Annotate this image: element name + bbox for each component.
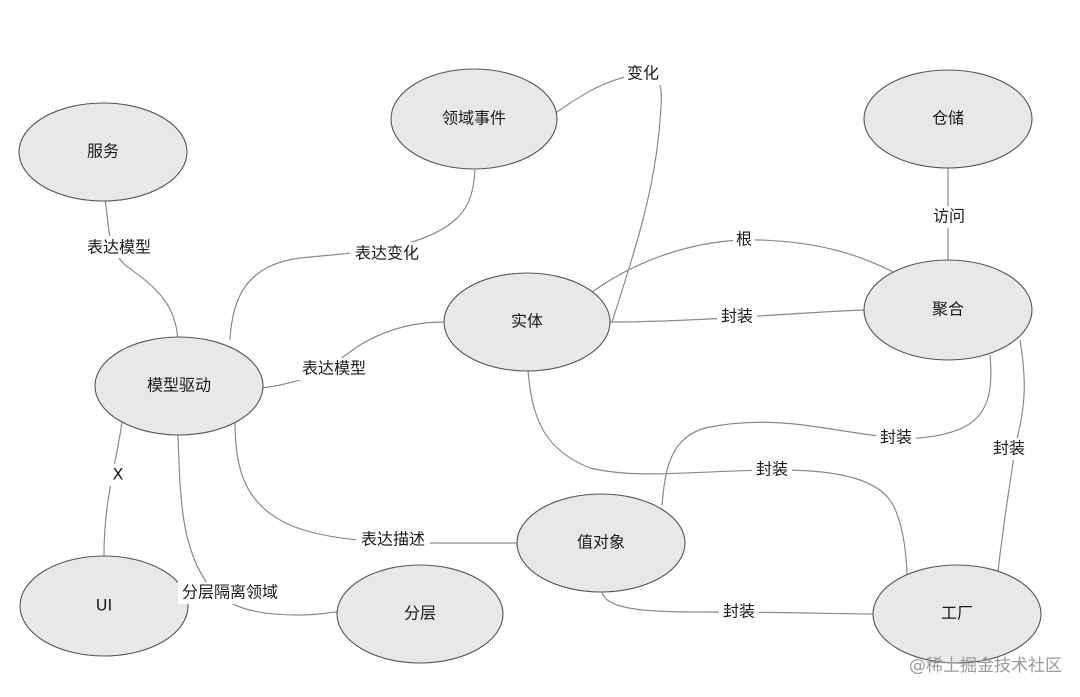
edge-label-event-entity: 变化 — [627, 64, 659, 83]
edge-event-entity — [547, 73, 662, 323]
node-label: 分层 — [404, 604, 436, 623]
edge-label-model-event: 表达变化 — [355, 244, 419, 263]
node-layering[interactable]: 分层 — [336, 564, 504, 664]
node-model-driven[interactable]: 模型驱动 — [94, 336, 264, 436]
edge-label-service-model: 表达模型 — [87, 238, 151, 257]
edge-service-model — [104, 199, 179, 341]
node-value-object[interactable]: 值对象 — [516, 493, 686, 593]
edge-label-repo-aggregate: 访问 — [933, 207, 965, 226]
edge-label-layer-isolate: 分层隔离领域 — [182, 583, 278, 602]
node-label: 聚合 — [932, 300, 964, 319]
node-factory[interactable]: 工厂 — [872, 564, 1042, 664]
node-entity[interactable]: 实体 — [443, 272, 611, 372]
node-label: 模型驱动 — [147, 376, 211, 395]
node-label: 工厂 — [941, 604, 973, 623]
edge-label-model-entity: 表达模型 — [302, 359, 366, 378]
edge-label-aggregate-factory: 封装 — [993, 439, 1025, 458]
edge-model-value — [234, 421, 518, 544]
edge-label-aggregate-value: 封装 — [880, 428, 912, 447]
edge-label-entity-factory: 封装 — [756, 460, 788, 479]
node-service[interactable]: 服务 — [18, 102, 188, 202]
node-aggregate[interactable]: 聚合 — [863, 259, 1033, 361]
edge-label-entity-aggregate-root: 根 — [736, 230, 752, 249]
edge-label-value-factory: 封装 — [723, 602, 755, 621]
node-label: 领域事件 — [442, 109, 506, 128]
node-label: UI — [96, 596, 112, 615]
watermark: @稀土掘金技术社区 — [909, 656, 1062, 676]
node-label: 值对象 — [577, 533, 625, 552]
edge-entity-aggregate-root — [591, 239, 894, 293]
edge-label-entity-aggregate-wrap: 封装 — [721, 307, 753, 326]
node-label: 仓储 — [932, 109, 964, 128]
node-repository[interactable]: 仓储 — [863, 69, 1033, 169]
nodes: 服务 领域事件 仓储 实体 聚合 模型驱动 值对象 UI — [18, 68, 1042, 664]
node-ui[interactable]: UI — [19, 555, 189, 657]
edge-label-model-value: 表达描述 — [361, 530, 425, 549]
edge-aggregate-value — [661, 354, 992, 506]
edge-value-factory — [601, 591, 875, 615]
node-label: 实体 — [511, 312, 543, 331]
edge-model-ui — [103, 421, 123, 557]
node-label: 服务 — [87, 142, 119, 161]
edge-labels: 表达模型 表达变化 变化 访问 根 封装 表达模型 X 封装 封装 封装 表达描… — [82, 63, 1029, 623]
edge-label-model-ui: X — [113, 465, 124, 484]
node-domain-event[interactable]: 领域事件 — [390, 68, 558, 170]
